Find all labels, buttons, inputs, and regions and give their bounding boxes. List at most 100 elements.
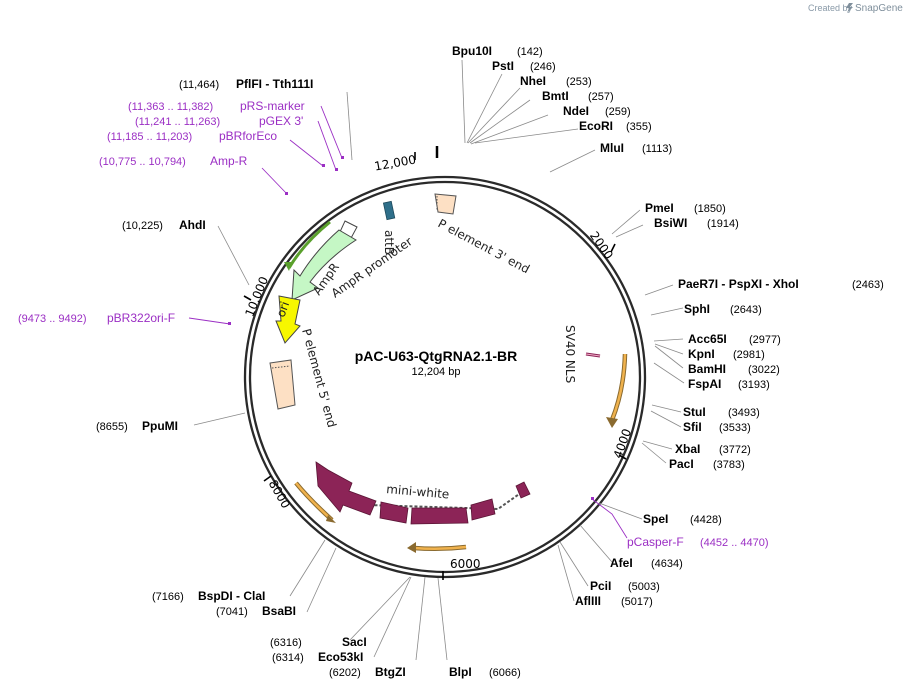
site-label: BsiWI — [654, 216, 687, 230]
site-label: EcoRI — [579, 119, 613, 133]
site-position: (5017) — [621, 596, 653, 608]
site-position: (5003) — [628, 581, 660, 593]
site-position: (2643) — [730, 304, 762, 316]
site-label: PacI — [669, 457, 694, 471]
site-label: Acc65I — [688, 332, 727, 346]
site-label: PciI — [590, 579, 611, 593]
credit-prefix: Created by — [808, 3, 853, 13]
p-element-5-feature — [269, 359, 296, 410]
site-label: PaeR7I - PspXI - XhoI — [678, 277, 799, 291]
primer-leaders — [188, 105, 628, 539]
mini-white-label: mini-white — [386, 482, 450, 501]
site-label: BspDI - ClaI — [198, 589, 265, 603]
p-element-3-feature — [434, 193, 457, 215]
orf-arrow-right — [606, 353, 628, 428]
sv40-nls-feature — [585, 352, 601, 358]
primer-position: (10,775 .. 10,794) — [99, 156, 186, 168]
site-position: (3193) — [738, 379, 770, 391]
p-element-5-label: P element 5' end — [299, 327, 339, 429]
site-label: XbaI — [675, 442, 700, 456]
tick-label: 6000 — [450, 557, 481, 571]
site-position: (7166) — [152, 591, 184, 603]
orf-arrow-left — [294, 481, 336, 523]
site-position: (2977) — [749, 334, 781, 346]
site-label: AflIII — [575, 594, 601, 608]
primer-position: (4452 .. 4470) — [700, 537, 769, 549]
site-label: BsaBI — [262, 604, 296, 618]
site-position: (11,464) — [179, 79, 219, 91]
site-label: PstI — [492, 59, 514, 73]
site-position: (253) — [566, 76, 592, 88]
site-leaders — [193, 59, 685, 661]
site-position: (246) — [530, 61, 556, 73]
tick-label: 4000 — [611, 427, 635, 460]
site-position: (7041) — [216, 606, 248, 618]
tick-label: 2000 — [587, 229, 616, 262]
primer-label: pCasper-F — [627, 535, 684, 549]
primer-label: pBRforEco — [219, 129, 277, 143]
primer-label: pRS-marker — [240, 99, 305, 113]
site-position: (3493) — [728, 407, 760, 419]
mini-white-feature — [315, 461, 531, 525]
sv40-nls-label: SV40 NLS — [563, 325, 577, 383]
site-position: (259) — [605, 106, 631, 118]
site-position: (3772) — [719, 444, 751, 456]
plasmid-name: pAC-U63-QtgRNA2.1-BR — [355, 348, 518, 364]
site-position: (3783) — [713, 459, 745, 471]
site-position: (2981) — [733, 349, 765, 361]
site-label: BamHI — [688, 362, 726, 376]
site-label: BlpI — [449, 665, 472, 679]
attb-feature — [382, 200, 396, 221]
site-position: (2463) — [852, 279, 884, 291]
site-label: NdeI — [563, 104, 589, 118]
primer-label: pBR322ori-F — [107, 311, 175, 325]
primer-position: (9473 .. 9492) — [18, 313, 87, 325]
primer-position: (11,241 .. 11,263) — [135, 116, 220, 128]
orf-arrow-bottom — [407, 542, 467, 553]
p-element-3-label: P element 3' end — [436, 216, 532, 276]
site-position: (6314) — [272, 652, 304, 664]
site-label: FspAI — [688, 377, 721, 391]
site-label: KpnI — [688, 347, 715, 361]
site-label: BmtI — [542, 89, 569, 103]
site-label: MluI — [600, 141, 624, 155]
site-label: StuI — [683, 405, 706, 419]
site-label: SphI — [684, 302, 710, 316]
site-position: (10,225) — [122, 220, 163, 232]
site-label: NheI — [520, 74, 546, 88]
site-label: SpeI — [643, 512, 668, 526]
site-position: (4634) — [651, 558, 683, 570]
site-label: SfiI — [683, 420, 702, 434]
site-position: (6202) — [329, 667, 361, 679]
site-label: PmeI — [645, 201, 674, 215]
site-position: (1914) — [707, 218, 739, 230]
credit-brand: SnapGene — [855, 3, 903, 14]
ampr-feature — [284, 220, 357, 301]
site-position: (1850) — [694, 203, 726, 215]
backbone-outer — [243, 175, 647, 579]
site-position: (6316) — [270, 637, 302, 649]
primer-label: Amp-R — [210, 154, 248, 168]
site-position: (355) — [626, 121, 652, 133]
site-label: Bpu10I — [452, 44, 492, 58]
site-label: BtgZI — [375, 665, 406, 679]
restriction-sites: Bpu10I (142) PstI (246) NheI (253) BmtI … — [96, 44, 884, 679]
backbone-inner — [248, 180, 642, 574]
site-position: (6066) — [489, 667, 521, 679]
primer-sites: pCasper-F (4452 .. 4470) pBR322ori-F (94… — [18, 99, 769, 549]
site-label: AfeI — [610, 556, 633, 570]
site-label: Eco53kI — [318, 650, 363, 664]
primer-position: (11,363 .. 11,382) — [128, 101, 213, 113]
primer-position: (11,185 .. 11,203) — [107, 131, 192, 143]
primer-marks — [228, 156, 594, 500]
site-label: SacI — [342, 635, 367, 649]
site-label: PpuMI — [142, 419, 178, 433]
tick-label: 12,000 — [373, 152, 417, 173]
site-position: (3022) — [748, 364, 780, 376]
site-position: (3533) — [719, 422, 751, 434]
ori-label: ori — [274, 300, 292, 319]
site-position: (8655) — [96, 421, 128, 433]
attb-label: attB — [382, 230, 396, 255]
snapgene-logo-icon — [846, 3, 853, 13]
ori-feature — [275, 295, 301, 344]
